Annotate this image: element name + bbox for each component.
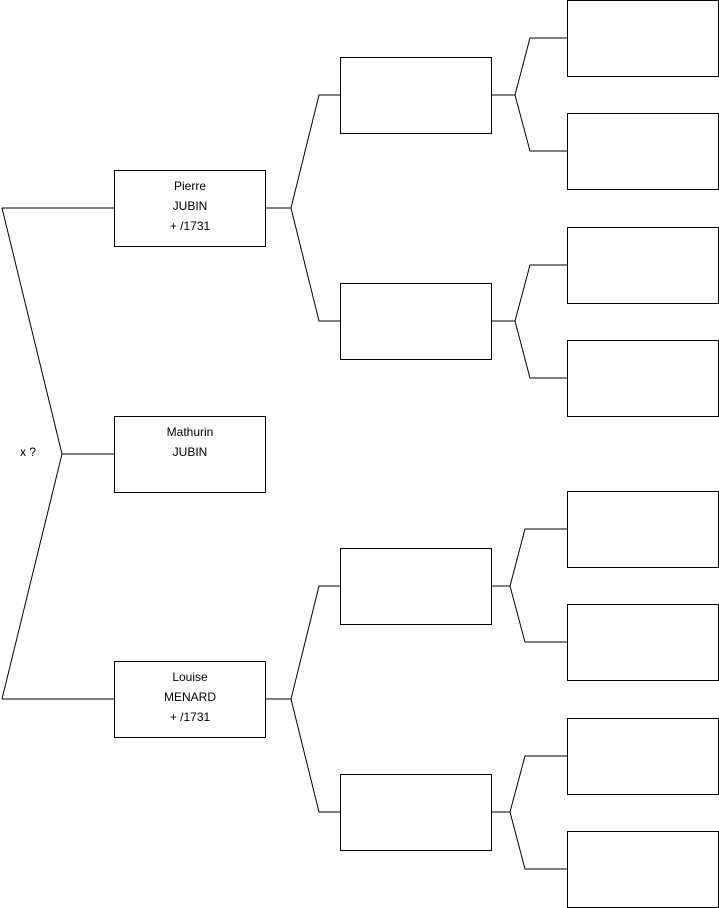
- paternal-grandmother-box[interactable]: [340, 283, 492, 360]
- connector-mother-grandparents: [290, 585, 341, 813]
- marriage-label: x ?: [20, 445, 37, 459]
- father-last-name: JUBIN: [172, 199, 208, 213]
- mother-last-name: MENARD: [163, 690, 216, 704]
- paternal-grandfather-box[interactable]: [340, 57, 492, 134]
- great-grandparent-box-3[interactable]: [567, 227, 719, 304]
- father-death: + /1731: [169, 219, 211, 233]
- maternal-grandmother-box[interactable]: [340, 774, 492, 851]
- subject-last-name: JUBIN: [172, 445, 208, 459]
- connector-father-grandparents: [290, 94, 341, 322]
- mother-box[interactable]: Louise MENARD + /1731: [114, 661, 266, 738]
- great-grandparent-box-5[interactable]: [567, 491, 719, 568]
- great-grandparent-box-8[interactable]: [567, 831, 719, 908]
- subject-first-name: Mathurin: [166, 425, 214, 439]
- mother-first-name: Louise: [172, 670, 208, 684]
- great-grandparent-box-7[interactable]: [567, 718, 719, 795]
- maternal-grandfather-box[interactable]: [340, 548, 492, 625]
- great-grandparent-box-4[interactable]: [567, 340, 719, 417]
- mother-death: + /1731: [169, 710, 211, 724]
- great-grandparent-box-6[interactable]: [567, 604, 719, 681]
- subject-box[interactable]: Mathurin JUBIN: [114, 416, 266, 493]
- great-grandparent-box-1[interactable]: [567, 0, 719, 77]
- great-grandparent-box-2[interactable]: [567, 113, 719, 190]
- father-first-name: Pierre: [173, 179, 206, 193]
- father-box[interactable]: Pierre JUBIN + /1731: [114, 170, 266, 247]
